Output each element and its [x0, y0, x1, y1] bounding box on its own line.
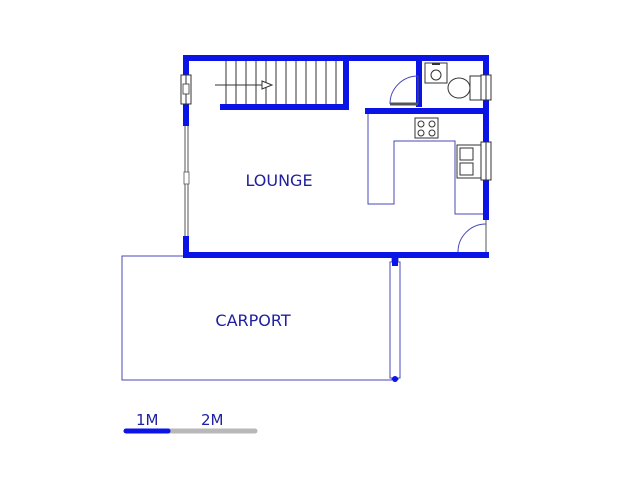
carport-post-frame: [389, 261, 401, 379]
room-label-carport: CARPORT: [215, 311, 290, 330]
carport-post-end: [392, 376, 398, 382]
carport-area: [121, 255, 401, 382]
kitchen: [365, 108, 492, 253]
stair-right-wall: [343, 55, 349, 110]
right-wall-lower: [483, 180, 489, 220]
left-window: [180, 74, 192, 105]
right-wall-top: [483, 55, 489, 75]
scale-bar: 1M 2M: [123, 411, 258, 434]
scale-label-1m: 1M: [136, 411, 159, 429]
sliding-door: [183, 126, 190, 236]
staircase: [215, 55, 349, 110]
toilet: [447, 77, 471, 99]
right-wall-mid: [483, 100, 489, 142]
stair-bottom-wall: [220, 104, 347, 110]
left-wall-mid: [183, 104, 189, 126]
bathroom-wall: [416, 55, 422, 107]
left-wall-lower: [183, 236, 189, 258]
left-wall-upper: [183, 55, 189, 75]
top-wall: [183, 55, 489, 61]
scale-label-2m: 2M: [201, 411, 224, 429]
exterior-walls: [183, 55, 489, 258]
carport-post-top: [392, 256, 398, 266]
bathroom: [389, 55, 492, 107]
kitchen-top-wall: [365, 108, 489, 114]
bottom-wall: [183, 252, 489, 258]
room-label-lounge: LOUNGE: [245, 171, 312, 190]
